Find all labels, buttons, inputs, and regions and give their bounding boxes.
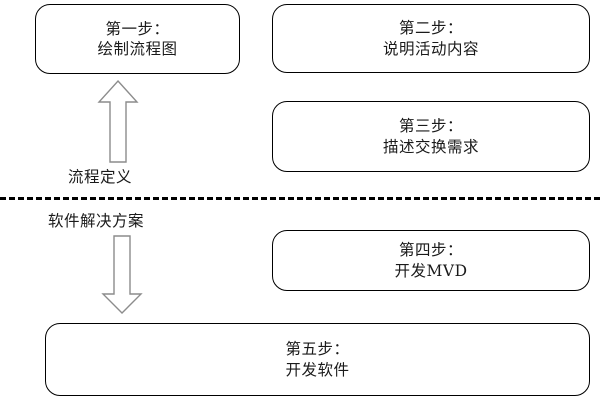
arrow-up-icon — [97, 79, 139, 163]
arrow-down-icon — [101, 235, 143, 314]
step-box-4[interactable]: 第四步： 开发MVD — [272, 230, 590, 291]
step-5-body: 开发软件 — [285, 360, 350, 379]
step-box-3[interactable]: 第三步： 描述交换需求 — [272, 101, 590, 172]
zone-label-process-definition: 流程定义 — [68, 168, 133, 186]
step-3-heading: 第三步： — [398, 117, 463, 136]
step-box-5[interactable]: 第五步： 开发软件 — [45, 323, 590, 396]
step-1-heading: 第一步： — [105, 19, 170, 38]
step-5-heading: 第五步： — [285, 340, 350, 359]
step-4-heading: 第四步： — [398, 241, 463, 260]
step-2-heading: 第二步： — [398, 19, 463, 38]
step-2-body: 说明活动内容 — [382, 39, 479, 58]
step-1-body: 绘制流程图 — [97, 40, 178, 58]
zone-divider — [0, 197, 600, 200]
zone-label-software-solution: 软件解决方案 — [48, 212, 145, 230]
step-4-body: 开发MVD — [394, 261, 468, 280]
step-box-2[interactable]: 第二步： 说明活动内容 — [272, 4, 590, 73]
step-3-body: 描述交换需求 — [382, 137, 479, 156]
step-box-1[interactable]: 第一步： 绘制流程图 — [35, 4, 240, 74]
